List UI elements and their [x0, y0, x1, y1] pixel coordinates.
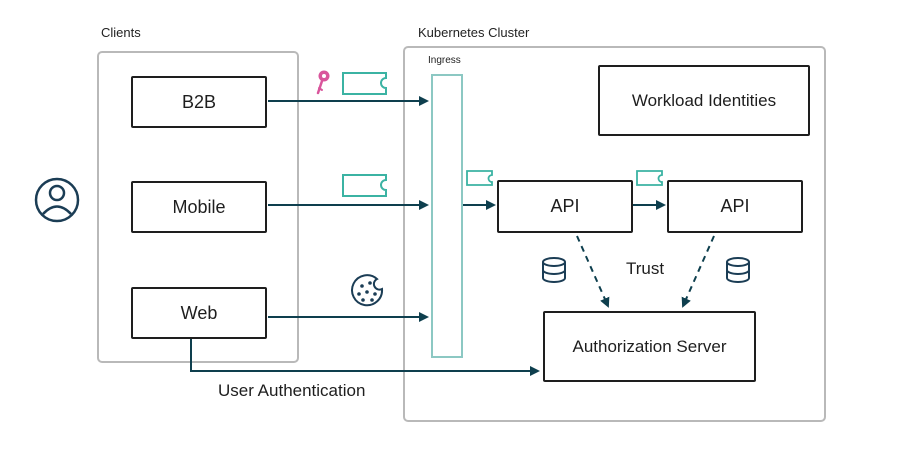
cluster-group-title: Kubernetes Cluster [418, 25, 530, 40]
api-1-trust-arrow [576, 235, 610, 308]
cookie-icon [351, 274, 384, 307]
api-2-trust-arrow [681, 235, 715, 308]
clients-group [97, 51, 299, 363]
kubernetes-cluster-group [403, 46, 826, 422]
mobile-client-box: Mobile [131, 181, 267, 233]
workload-identities-box: Workload Identities [598, 65, 810, 136]
trust-label: Trust [626, 259, 665, 278]
database-icon [542, 257, 566, 283]
api-box-2: API [667, 180, 803, 233]
clients-group-title: Clients [101, 25, 141, 40]
ingress-token-icon [466, 170, 493, 186]
mobile-token-icon [342, 174, 387, 197]
user-authentication-label: User Authentication [218, 381, 366, 400]
user-icon [34, 177, 80, 223]
api-token-icon [636, 170, 663, 186]
b2b-client-box: B2B [131, 76, 267, 128]
key-icon [316, 70, 330, 95]
api-box-1: API [497, 180, 633, 233]
ingress-label: Ingress [428, 55, 461, 66]
user-authentication-arrow [190, 339, 540, 376]
web-client-box: Web [131, 287, 267, 339]
authorization-server-box: Authorization Server [543, 311, 756, 382]
b2b-token-icon [342, 72, 387, 95]
database-icon [726, 257, 750, 283]
ingress-bar [431, 74, 463, 358]
